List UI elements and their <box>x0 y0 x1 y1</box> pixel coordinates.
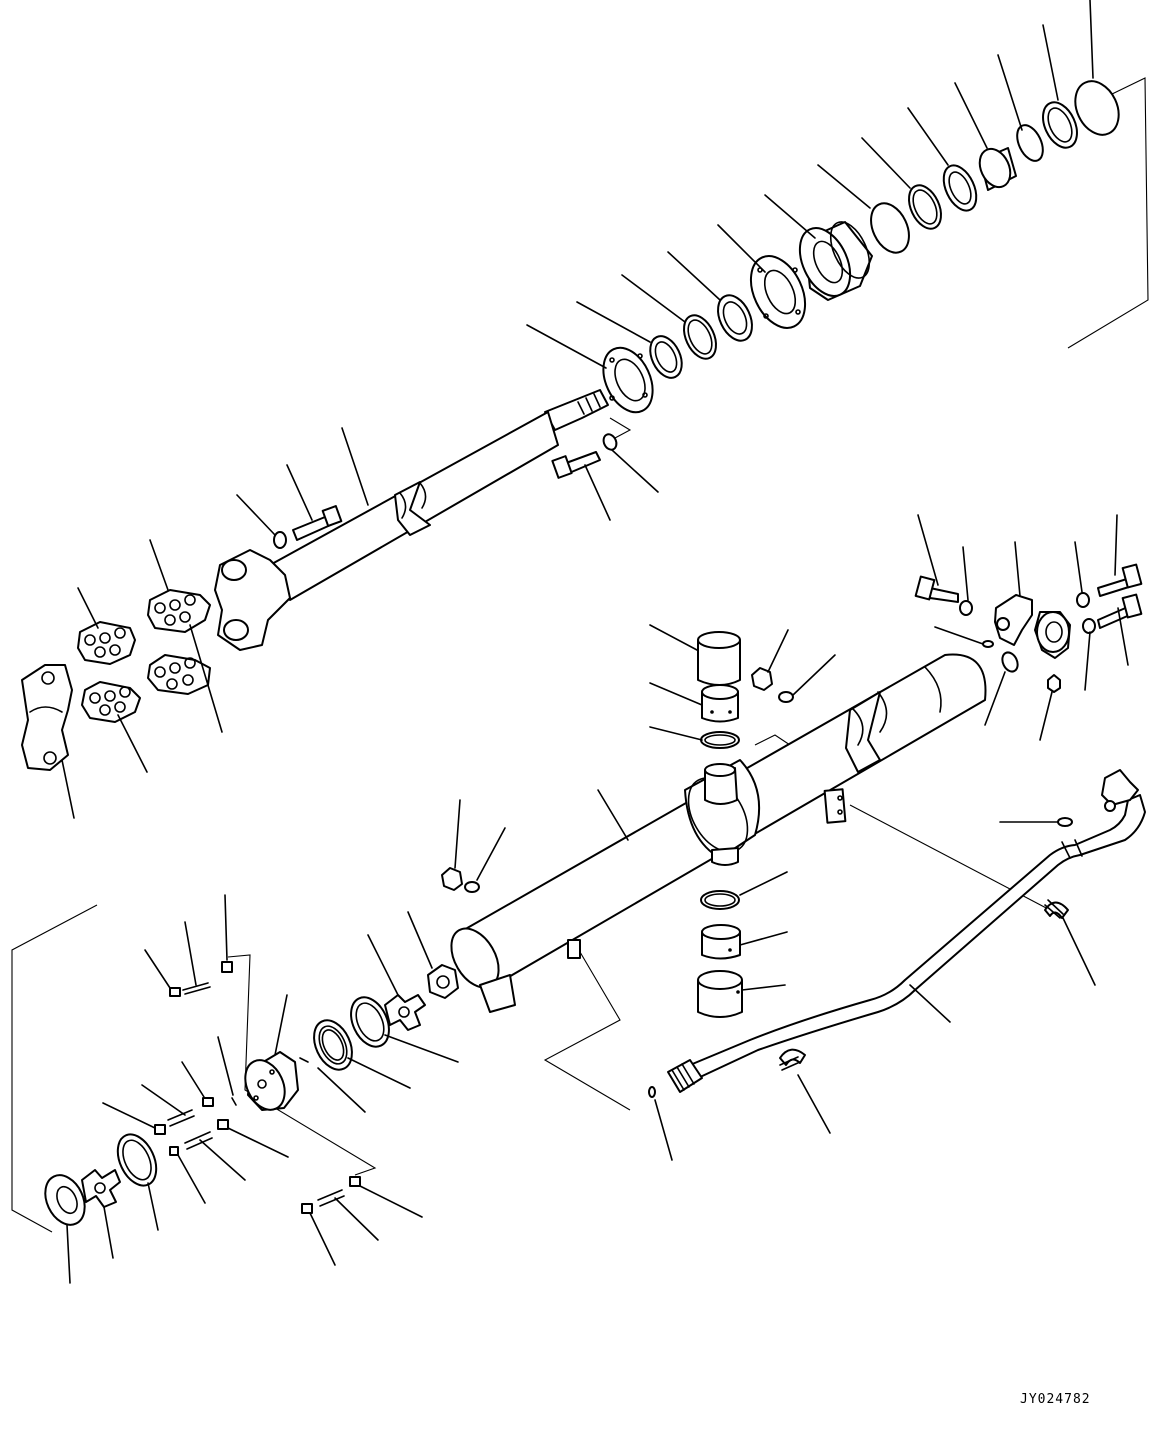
clamp-o-ring <box>1001 651 1019 673</box>
o-ring-upper <box>908 184 942 230</box>
trunnion-bushing-lower <box>701 924 741 960</box>
trunnion-cap-lower <box>697 970 743 1018</box>
grease-fitting-top <box>169 961 233 997</box>
callout-leaders-piston <box>66 894 459 1284</box>
drawing-reference-code: JY024782 <box>1020 1392 1091 1407</box>
cover-bolt <box>551 451 601 479</box>
clamp-bolt-right-lower <box>1097 593 1143 629</box>
cover-plate <box>602 346 654 414</box>
rod-eye-clamp <box>994 594 1071 659</box>
wear-ring <box>350 996 390 1048</box>
rod-nut <box>427 964 459 999</box>
u-joint-strap-mid <box>77 621 136 665</box>
dowel-pin <box>231 1097 237 1106</box>
u-bolt-left <box>779 1048 806 1071</box>
callout-leaders-pipe <box>654 821 1096 1161</box>
trunnion-cap-upper <box>697 631 741 686</box>
clamp-washer-right-lower <box>1082 618 1096 634</box>
rod-lock-washer <box>81 1169 121 1208</box>
dust-seal <box>44 1174 86 1226</box>
u-joint-strap-upper <box>147 589 211 633</box>
piston <box>244 1051 299 1111</box>
grease-fitting-bottom <box>301 1176 361 1214</box>
yoke-washer <box>273 531 287 549</box>
hydraulic-pipe-assembly <box>648 769 1146 1161</box>
tube-nut <box>441 867 463 891</box>
bearing-housing <box>798 221 873 301</box>
trunnion-nut <box>751 667 773 691</box>
tube-washer <box>464 881 480 893</box>
callout-leaders-upper <box>61 0 1094 819</box>
snap-ring <box>1042 101 1078 149</box>
piston-pin <box>299 1057 309 1063</box>
trunnion-housing <box>684 759 761 866</box>
trunnion-washer <box>778 691 794 703</box>
clamp-washer-left <box>959 600 973 616</box>
upper-shaft-assembly <box>21 0 1149 819</box>
shaft-yoke <box>214 549 291 651</box>
grease-fitting-mid <box>154 1097 214 1135</box>
seal-ring <box>942 164 978 212</box>
pipe-bracket <box>1101 769 1139 812</box>
o-ring-mid <box>683 314 717 360</box>
flange-plate <box>749 255 807 329</box>
oil-seal <box>717 294 753 342</box>
u-joint-strap-bottom <box>81 681 141 723</box>
yoke-bolt <box>292 505 343 541</box>
cover-washer <box>602 433 618 451</box>
disc-plate <box>870 202 910 254</box>
u-bolt-right <box>1044 899 1069 919</box>
retaining-ring <box>1016 124 1044 162</box>
clamp-bolt-left <box>914 575 959 603</box>
coupling-half <box>21 664 73 771</box>
piston-assembly <box>11 894 459 1284</box>
clamp-pin <box>982 640 994 648</box>
clamp-washer-right-upper <box>1076 592 1090 608</box>
trunnion-bushing-upper <box>701 684 739 723</box>
grease-fitting-lower <box>169 1119 229 1156</box>
pipe-end-fitting <box>667 1059 703 1093</box>
main-cylinder-assembly <box>441 514 1143 1111</box>
pipe-o-ring <box>1057 817 1073 827</box>
end-cap <box>1074 80 1120 136</box>
callout-leaders-cylinder <box>454 514 1129 991</box>
pipe-o-ring-end <box>648 1086 656 1098</box>
spacer-ring <box>649 335 683 379</box>
clamp-bolt-right-upper <box>1097 563 1143 597</box>
drive-shaft <box>269 389 609 601</box>
clamp-nut <box>1047 674 1061 693</box>
lock-washer <box>384 994 426 1031</box>
hydraulic-pipe <box>689 794 1146 1079</box>
